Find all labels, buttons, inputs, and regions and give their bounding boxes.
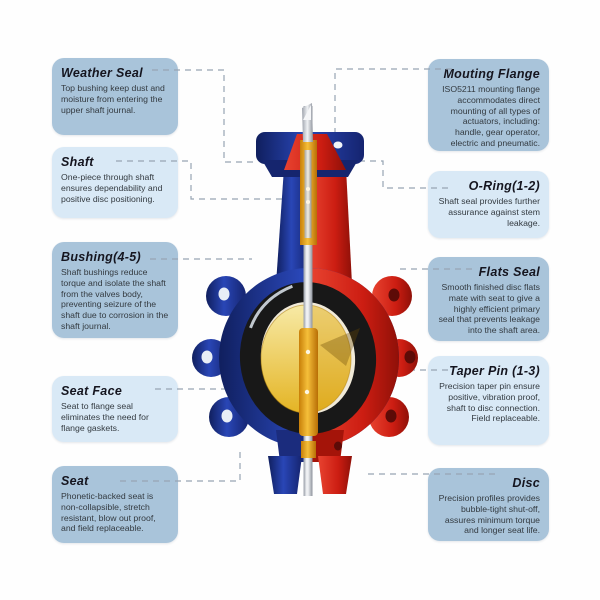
callout-weather-seal: Weather Seal Top bushing keep dust and m… [52,58,178,135]
lug-hole [334,441,342,451]
callout-title-bushing: Bushing(4-5) [61,250,141,264]
callout-title-shaft: Shaft [61,155,94,169]
flange-face-dot [249,328,255,334]
flange-face-dot [260,398,266,404]
callout-bushing: Bushing(4-5) Shaft bushings reduce torqu… [52,242,178,338]
valve-bottom-left [276,430,310,462]
lug-hole [218,287,230,301]
lug-hole [404,350,416,364]
valve-shaft-gold [299,140,318,458]
lug-hole [388,288,400,302]
callout-title-weather-seal: Weather Seal [61,66,143,80]
callout-title-taper-pin: Taper Pin (1-3) [449,364,540,378]
valve-disc [260,304,360,414]
taper-pin-dot [306,187,310,191]
callout-shaft: Shaft One-piece through shaft ensures de… [52,147,178,218]
valve-mounting-flange [256,132,364,177]
valve-stem-tip [302,103,313,142]
callout-mounting-flange: Mouting Flange ISO5211 mounting flange a… [428,59,549,151]
valve-foot-right [318,456,352,494]
callout-title-o-ring: O-Ring(1-2) [468,179,540,193]
callout-body-bushing: Shaft bushings reduce torque and isolate… [61,267,169,331]
callout-body-o-ring: Shaft seal provides further assurance ag… [438,196,540,228]
valve-stem [303,106,313,496]
callout-body-shaft: One-piece through shaft ensures dependab… [61,172,163,204]
lug-hole [201,350,213,364]
lug-hole [221,409,233,423]
lug-hole [385,409,397,423]
callout-title-disc: Disc [512,476,540,490]
valve-seat-ring [239,282,377,434]
valve-bottom-right [310,430,344,462]
callout-body-disc: Precision profiles provides bubble-tight… [438,493,540,536]
callout-body-seat-face: Seat to flange seal eliminates the need … [61,401,149,433]
callout-body-taper-pin: Precision taper pin ensure positive, vib… [439,381,540,424]
callout-body-weather-seal: Top bushing keep dust and moisture from … [61,83,165,115]
callout-title-flats-seal: Flats Seal [478,265,540,279]
valve-body [201,268,416,494]
callout-o-ring: O-Ring(1-2) Shaft seal provides further … [428,171,549,238]
taper-pin-dot [305,349,311,355]
valve-foot-left [268,456,302,494]
callout-title-seat-face: Seat Face [61,384,123,398]
taper-pin-dot [304,389,310,395]
callout-flats-seal: Flats Seal Smooth finished disc flats ma… [428,257,549,341]
callout-seat-face: Seat Face Seat to flange seal eliminates… [52,376,178,442]
flange-bolt-hole [333,141,343,149]
callout-title-mounting-flange: Mouting Flange [443,67,540,81]
taper-pin-dot [306,200,310,204]
callout-title-seat: Seat [61,474,89,488]
callout-body-flats-seal: Smooth finished disc flats mate with sea… [438,282,540,336]
callout-body-seat: Phonetic-backed seat is non-collapsible,… [61,491,156,534]
callout-taper-pin: Taper Pin (1-3) Precision taper pin ensu… [428,356,549,445]
callout-body-mounting-flange: ISO5211 mounting flange accommodates dir… [442,84,540,148]
callout-seat: Seat Phonetic-backed seat is non-collaps… [52,466,178,543]
valve-body-lugs [192,276,418,437]
valve-neck [276,168,352,284]
callout-disc: Disc Precision profiles provides bubble-… [428,468,549,541]
